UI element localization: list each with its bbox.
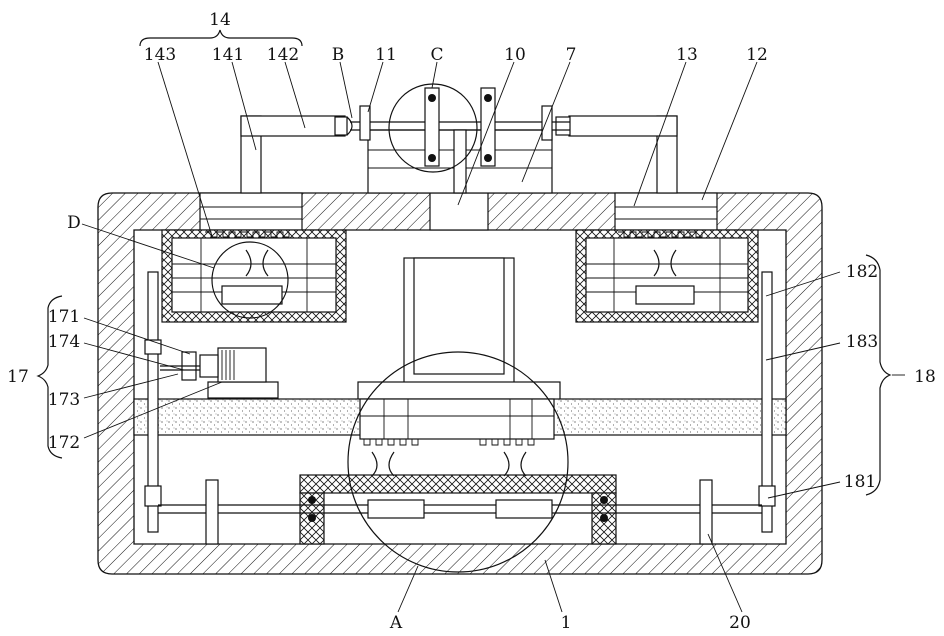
label-C: C	[430, 45, 443, 65]
label-171: 171	[48, 307, 80, 327]
label-D: D	[67, 213, 81, 233]
motor-assembly	[160, 348, 278, 398]
left-clamp-assembly	[162, 230, 346, 322]
middle-plate	[134, 399, 786, 445]
label-B: B	[332, 45, 345, 65]
label-7: 7	[566, 45, 577, 65]
label-13: 13	[676, 45, 698, 65]
label-173: 173	[48, 390, 80, 410]
label-174: 174	[48, 332, 80, 352]
label-11: 11	[375, 45, 397, 65]
label-14: 14	[209, 10, 231, 30]
right-clamp-assembly	[576, 230, 758, 322]
label-142: 142	[267, 45, 299, 65]
label-17: 17	[7, 367, 29, 387]
label-182: 182	[846, 262, 878, 282]
label-172: 172	[48, 433, 80, 453]
label-143: 143	[144, 45, 176, 65]
label-183: 183	[846, 332, 878, 352]
label-18: 18	[914, 367, 936, 387]
label-141: 141	[212, 45, 244, 65]
label-12: 12	[746, 45, 768, 65]
label-10: 10	[504, 45, 526, 65]
label-181: 181	[844, 472, 876, 492]
top-mechanism	[241, 84, 677, 193]
label-A: A	[389, 613, 403, 633]
label-20: 20	[729, 613, 751, 633]
label-1: 1	[561, 613, 572, 633]
